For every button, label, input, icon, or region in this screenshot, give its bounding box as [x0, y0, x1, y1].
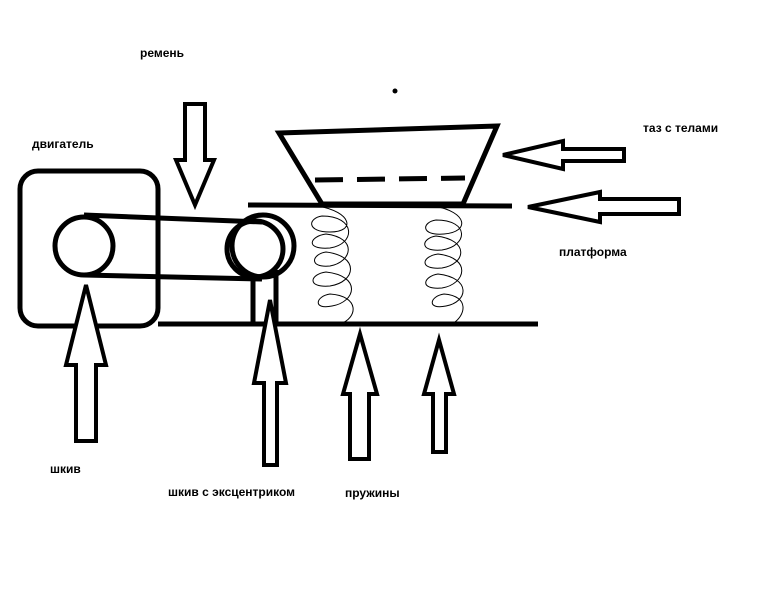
- spring-right-arrow: [421, 332, 457, 454]
- basin-arrow: [502, 138, 626, 172]
- basin-label: таз с телами: [643, 121, 719, 135]
- belt-arrow: [172, 102, 218, 211]
- spring-right: [424, 205, 464, 325]
- pulley-circle: [52, 214, 116, 278]
- spring-left: [311, 205, 354, 325]
- platform-label: платформа: [559, 245, 627, 259]
- pulley-arrow: [63, 284, 109, 443]
- belt-label: ремень: [140, 46, 185, 60]
- eccentric-pulley-label: шкив с эксцентриком: [168, 485, 296, 499]
- motor-label: двигатель: [32, 137, 94, 151]
- eccentric-pulley-arrow: [251, 299, 289, 467]
- eccentric-rod: [250, 270, 279, 324]
- belt: [83, 212, 263, 282]
- platform-arrow: [527, 189, 681, 225]
- pulley-label: шкив: [50, 462, 81, 476]
- basin: [274, 123, 501, 207]
- dot-mark: [392, 88, 398, 94]
- spring-left-arrow: [340, 326, 380, 461]
- springs-label: пружины: [345, 486, 400, 500]
